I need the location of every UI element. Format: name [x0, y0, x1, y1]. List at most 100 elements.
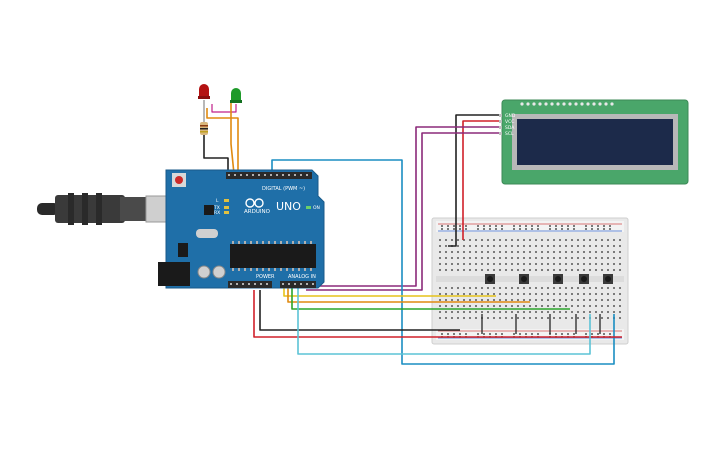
breadboard-hole [487, 299, 489, 301]
analog-pin [300, 283, 302, 285]
breadboard-hole [517, 311, 519, 313]
breadboard-hole [511, 269, 513, 271]
reset-button-cap[interactable] [175, 176, 183, 184]
breadboard-hole [487, 257, 489, 259]
lcd-screen [517, 119, 673, 165]
rail-hole [501, 333, 503, 335]
breadboard-hole [475, 311, 477, 313]
breadboard-hole [511, 293, 513, 295]
push-button-cap[interactable] [521, 276, 527, 282]
breadboard-hole [607, 263, 609, 265]
breadboard-hole [559, 263, 561, 265]
breadboard-hole [571, 317, 573, 319]
board-led-l [224, 199, 229, 202]
breadboard-hole [559, 311, 561, 313]
breadboard-hole [493, 317, 495, 319]
breadboard-hole [469, 251, 471, 253]
rail-hole [495, 228, 497, 230]
label-power: POWER [256, 274, 275, 280]
breadboard-hole [481, 251, 483, 253]
breadboard-hole [535, 305, 537, 307]
breadboard-hole [529, 239, 531, 241]
breadboard-hole [607, 293, 609, 295]
rail-hole [483, 228, 485, 230]
breadboard-hole [457, 257, 459, 259]
breadboard-hole [463, 311, 465, 313]
chip-pin [280, 268, 282, 271]
breadboard-hole [505, 239, 507, 241]
push-button-cap[interactable] [605, 276, 611, 282]
breadboard-hole [529, 293, 531, 295]
breadboard-hole [553, 257, 555, 259]
breadboard-hole [607, 269, 609, 271]
breadboard-hole [553, 317, 555, 319]
breadboard-hole [451, 293, 453, 295]
breadboard-hole [577, 263, 579, 265]
breadboard-hole [601, 311, 603, 313]
breadboard-hole [529, 311, 531, 313]
breadboard-hole [469, 263, 471, 265]
breadboard-hole [463, 257, 465, 259]
breadboard-hole [463, 293, 465, 295]
breadboard-bottom-rail [436, 329, 624, 340]
chip-pin [268, 241, 270, 244]
microcontroller-chip [230, 244, 316, 268]
push-button-cap[interactable] [581, 276, 587, 282]
rail-hole [447, 225, 449, 227]
breadboard-hole [439, 245, 441, 247]
rail-hole [465, 228, 467, 230]
breadboard-hole [511, 251, 513, 253]
breadboard-hole [565, 317, 567, 319]
lcd-header-pin [544, 102, 548, 106]
lcd-module: GND VCC SDA SCL [499, 99, 689, 185]
power-pin [266, 283, 268, 285]
rail-hole [609, 225, 611, 227]
rail-hole [477, 228, 479, 230]
usb-chip [204, 205, 214, 215]
breadboard-hole [601, 263, 603, 265]
breadboard-hole [583, 263, 585, 265]
push-buttons [481, 274, 613, 334]
push-button-cap[interactable] [555, 276, 561, 282]
rail-hole [567, 228, 569, 230]
board-led-tx [224, 206, 229, 209]
breadboard-hole [571, 293, 573, 295]
rail-hole [477, 225, 479, 227]
lcd-header-pin [580, 102, 584, 106]
breadboard-hole [463, 269, 465, 271]
board-led-rx [224, 211, 229, 214]
breadboard-hole [475, 293, 477, 295]
breadboard-hole [517, 251, 519, 253]
wire-led-gnd [203, 132, 229, 174]
rail-hole [591, 228, 593, 230]
capacitor-1 [197, 265, 211, 279]
rail-hole [591, 333, 593, 335]
breadboard-hole [511, 299, 513, 301]
breadboard-hole [553, 287, 555, 289]
breadboard-hole [547, 245, 549, 247]
rail-hole [513, 225, 515, 227]
breadboard-hole [535, 269, 537, 271]
breadboard-hole [595, 287, 597, 289]
breadboard-hole [487, 263, 489, 265]
push-button-cap[interactable] [487, 276, 493, 282]
breadboard-hole [511, 257, 513, 259]
wire-board-5v [253, 290, 622, 338]
chip-pin [238, 241, 240, 244]
breadboard-hole [487, 269, 489, 271]
breadboard-hole [565, 269, 567, 271]
breadboard-hole [541, 263, 543, 265]
breadboard-hole [487, 293, 489, 295]
breadboard-hole [511, 263, 513, 265]
breadboard-hole [445, 269, 447, 271]
chip-pin [280, 241, 282, 244]
breadboard-hole [463, 263, 465, 265]
breadboard-hole [487, 287, 489, 289]
chip-pin [292, 241, 294, 244]
breadboard-hole [517, 269, 519, 271]
lcd-header-pin [568, 102, 572, 106]
breadboard-hole [487, 245, 489, 247]
breadboard-hole [457, 305, 459, 307]
breadboard-hole [589, 293, 591, 295]
breadboard-hole [589, 269, 591, 271]
